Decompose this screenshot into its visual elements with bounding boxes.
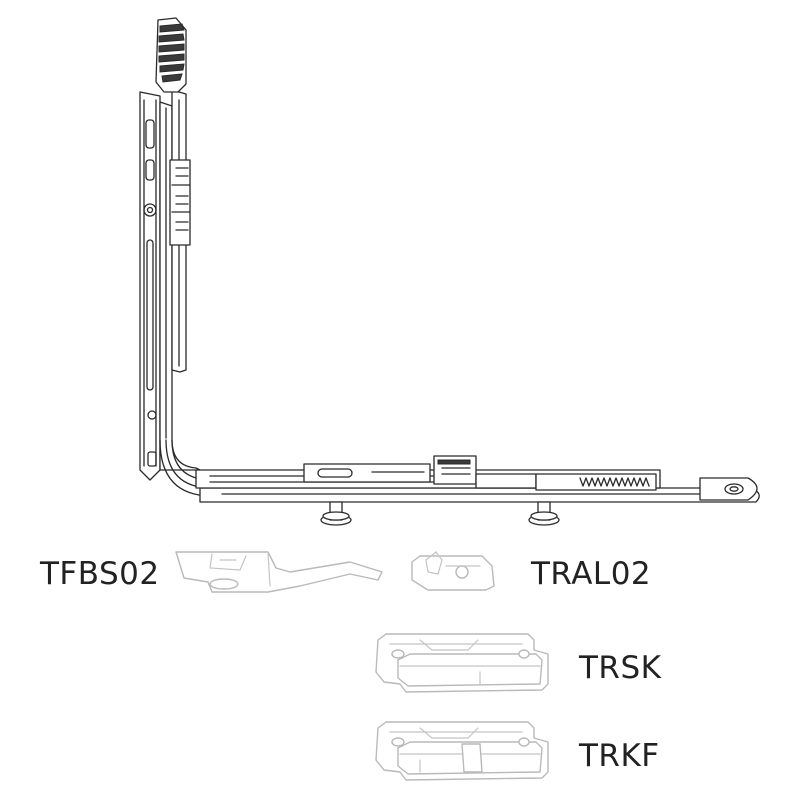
label-tral02: TRAL02 bbox=[531, 556, 652, 592]
trkf-part bbox=[375, 721, 549, 781]
trsk-part bbox=[375, 633, 549, 693]
locking-stud-1 bbox=[320, 501, 352, 526]
label-tfbs02: TFBS02 bbox=[40, 556, 160, 592]
locking-stud-2 bbox=[528, 501, 560, 526]
corner-drive-assembly bbox=[139, 17, 213, 497]
tfbs02-part bbox=[175, 551, 383, 593]
label-trkf: TRKF bbox=[579, 738, 660, 774]
label-trsk: TRSK bbox=[579, 650, 662, 686]
horizontal-drive-arm bbox=[195, 455, 760, 526]
tral02-part bbox=[411, 551, 495, 591]
